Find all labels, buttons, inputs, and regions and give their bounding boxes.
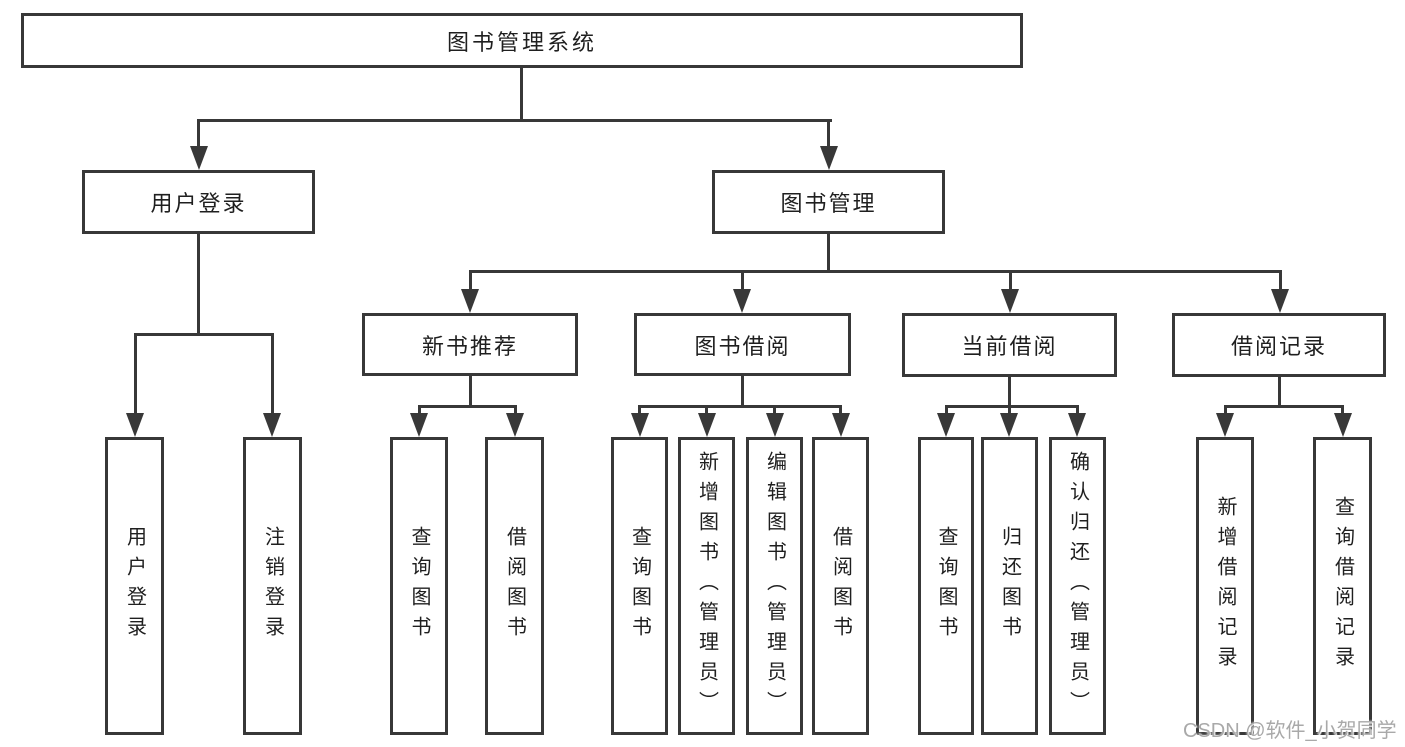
leaf-user-login: 用户登录 [105,437,164,735]
leaf-return-book: 归还图书 [981,437,1038,735]
arrowhead-leaf-login [126,413,144,437]
connector-book-borrow-stem [741,376,744,408]
leaf-query-books-borrowing-label: 查询图书 [628,526,651,646]
arrowhead-new-book [461,289,479,313]
arrowhead-book-management [820,146,838,170]
node-book-management: 图书管理 [712,170,945,234]
leaf-add-borrow-record: 新增借阅记录 [1196,437,1254,735]
arrowhead-e2 [1334,413,1352,437]
connector-drop-b1 [418,405,421,419]
connector-book-management-rail [469,270,1281,273]
connector-current-borrow-rail [945,405,1078,408]
arrowhead-current-borrow [1001,289,1019,313]
leaf-query-books-recommend: 查询图书 [390,437,448,735]
connector-drop-d3 [1076,405,1079,419]
connector-drop-c2 [705,405,708,419]
arrowhead-leaf-logout [263,413,281,437]
leaf-edit-book-admin: 编辑图书（管理员） [746,437,803,735]
connector-drop-d1 [945,405,948,419]
leaf-confirm-return-admin: 确认归还（管理员） [1049,437,1106,735]
node-borrowing-records: 借阅记录 [1172,313,1386,377]
connector-drop-leaf-login [134,333,137,413]
arrowhead-book-borrow [733,289,751,313]
arrowhead-b2 [506,413,524,437]
node-book-borrowing: 图书借阅 [634,313,851,376]
arrowhead-e1 [1216,413,1234,437]
node-book-management-label: 图书管理 [780,191,877,216]
node-user-login: 用户登录 [82,170,315,234]
connector-borrow-record-rail [1224,405,1343,408]
connector-drop-c3 [773,405,776,419]
node-book-borrowing-label: 图书借阅 [694,333,791,359]
arrowhead-c3 [766,413,784,437]
arrowhead-d3 [1068,413,1086,437]
connector-drop-book-borrow [741,270,744,294]
node-user-login-label: 用户登录 [150,191,247,216]
connector-drop-borrow-record [1279,270,1282,294]
leaf-add-book-admin: 新增图书（管理员） [678,437,735,735]
connector-book-management-stem [827,234,830,273]
arrowhead-d1 [937,413,955,437]
node-library-system-label: 图书管理系统 [446,29,597,55]
leaf-logout-label: 注销登录 [261,526,284,646]
arrowhead-c4 [832,413,850,437]
leaf-confirm-return-admin-label: 确认归还（管理员） [1066,451,1089,721]
connector-root-stem [520,68,523,122]
connector-drop-e1 [1224,405,1227,419]
leaf-borrow-books-borrowing-label: 借阅图书 [829,526,852,646]
connector-new-book-rail [418,405,516,408]
connector-user-login-rail [134,333,274,336]
csdn-watermark: CSDN @软件_小贺同学 [1183,720,1397,742]
leaf-borrow-books-recommend: 借阅图书 [485,437,544,735]
arrowhead-d2 [1000,413,1018,437]
connector-drop-user-login [197,119,200,151]
leaf-return-book-label: 归还图书 [998,526,1021,646]
connector-drop-c1 [638,405,641,419]
leaf-query-borrow-record: 查询借阅记录 [1313,437,1372,735]
leaf-borrow-books-borrowing: 借阅图书 [812,437,869,735]
connector-current-borrow-stem [1008,376,1011,408]
node-current-borrowing: 当前借阅 [902,313,1117,377]
arrowhead-borrow-record [1271,289,1289,313]
node-new-book-recommend-label: 新书推荐 [421,333,518,359]
connector-borrow-record-stem [1278,376,1281,408]
leaf-user-login-label: 用户登录 [123,526,146,646]
connector-drop-b2 [514,405,517,419]
connector-new-book-stem [469,376,472,408]
leaf-add-borrow-record-label: 新增借阅记录 [1214,496,1236,676]
arrowhead-b1 [410,413,428,437]
node-new-book-recommend: 新书推荐 [362,313,578,376]
connector-drop-current-borrow [1009,270,1012,294]
connector-drop-e2 [1341,405,1344,419]
arrowhead-c2 [698,413,716,437]
arrowhead-c1 [631,413,649,437]
leaf-logout: 注销登录 [243,437,302,735]
connector-book-borrow-rail [638,405,842,408]
connector-root-rail [197,119,832,122]
leaf-edit-book-admin-label: 编辑图书（管理员） [763,451,786,721]
leaf-query-books-current-label: 查询图书 [935,526,957,646]
connector-user-login-stem [197,234,200,336]
arrowhead-user-login [190,146,208,170]
node-library-system: 图书管理系统 [21,13,1023,68]
connector-drop-new-book [469,270,472,294]
connector-drop-leaf-logout [271,333,274,413]
leaf-query-books-recommend-label: 查询图书 [408,526,430,646]
connector-drop-d2 [1008,405,1011,419]
leaf-add-book-admin-label: 新增图书（管理员） [695,451,718,721]
connector-drop-c4 [839,405,842,419]
leaf-query-books-borrowing: 查询图书 [611,437,668,735]
node-current-borrowing-label: 当前借阅 [961,334,1058,359]
node-borrowing-records-label: 借阅记录 [1230,334,1327,359]
connector-drop-book-management [827,119,830,151]
leaf-borrow-books-recommend-label: 借阅图书 [503,526,526,646]
leaf-query-books-current: 查询图书 [918,437,974,735]
leaf-query-borrow-record-label: 查询借阅记录 [1331,496,1354,676]
